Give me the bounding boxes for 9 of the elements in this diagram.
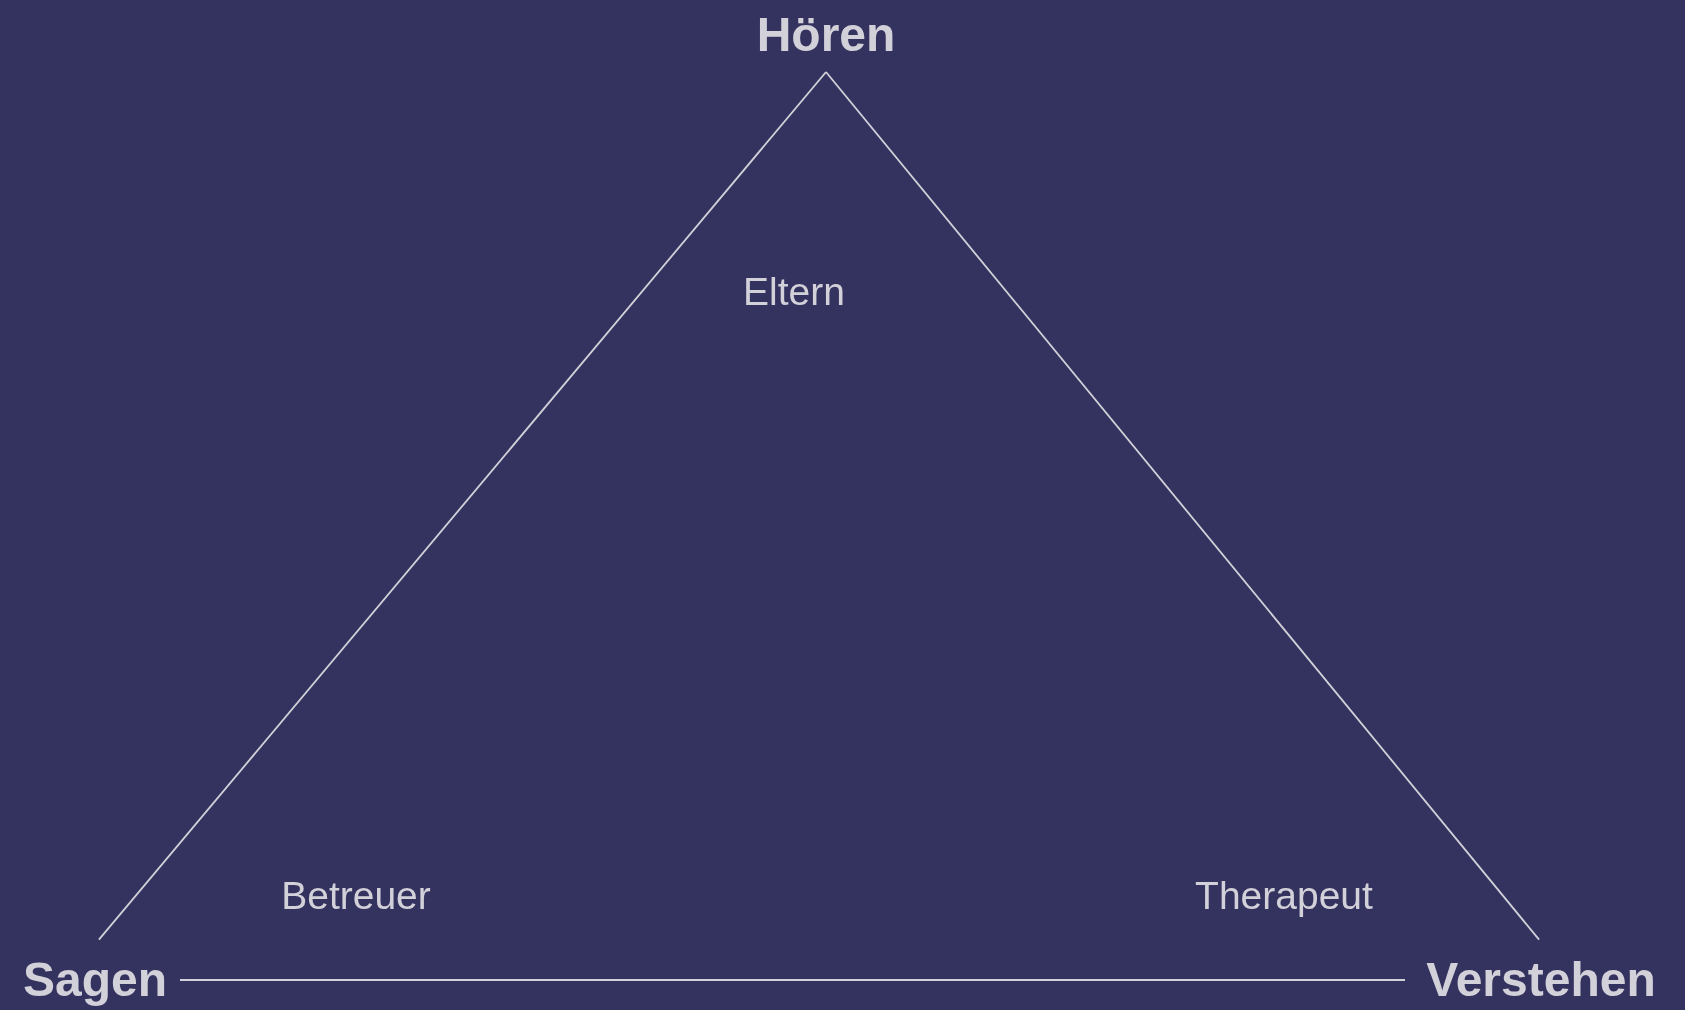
corner-label: Verstehen — [1426, 956, 1656, 1004]
connector-line — [825, 71, 1540, 941]
role-label: Betreuer — [281, 875, 431, 915]
role-label: Eltern — [743, 271, 845, 311]
role-label: Therapeut — [1195, 875, 1373, 915]
connector-line — [179, 979, 1406, 981]
connector-line — [98, 71, 827, 941]
corner-label: Hören — [756, 11, 896, 59]
corner-label: Sagen — [23, 956, 167, 1004]
